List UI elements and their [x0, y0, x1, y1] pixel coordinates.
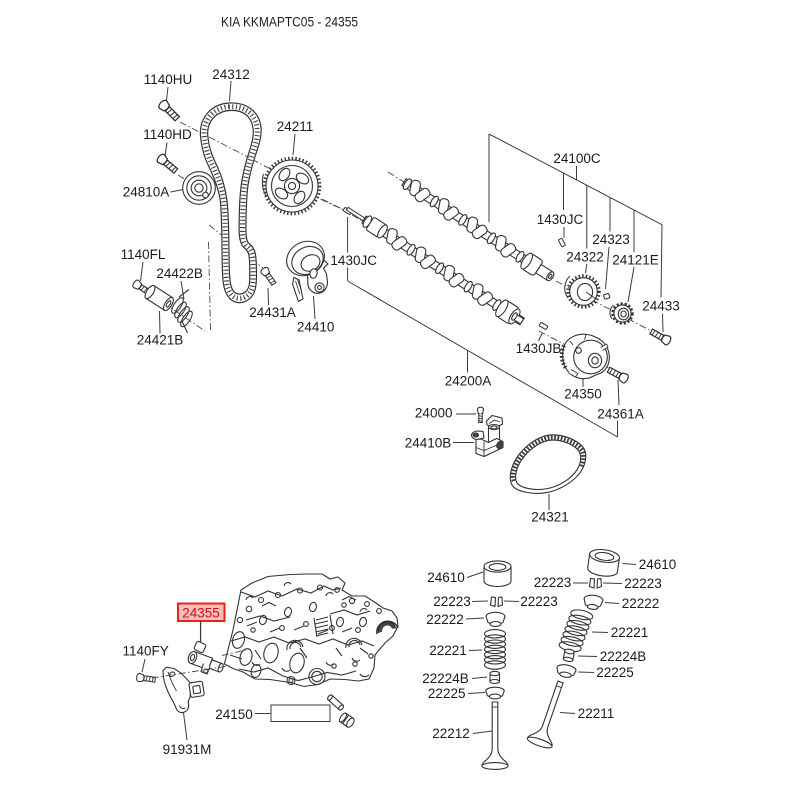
svg-text:24121E: 24121E: [612, 253, 659, 268]
svg-text:22223: 22223: [624, 576, 662, 591]
svg-text:24410: 24410: [297, 320, 335, 335]
svg-text:1140HD: 1140HD: [143, 127, 192, 142]
svg-text:24410B: 24410B: [405, 436, 452, 451]
svg-text:22212: 22212: [432, 726, 470, 741]
svg-text:1430JC: 1430JC: [537, 212, 584, 227]
svg-text:24000: 24000: [415, 406, 453, 421]
svg-text:24610: 24610: [427, 570, 465, 585]
svg-text:22223: 22223: [534, 575, 572, 590]
svg-text:24431A: 24431A: [249, 305, 296, 320]
svg-text:22223: 22223: [520, 594, 558, 609]
svg-text:91931M: 91931M: [163, 742, 212, 757]
svg-text:24200A: 24200A: [445, 374, 492, 389]
svg-text:22224B: 22224B: [600, 649, 647, 664]
svg-text:24350: 24350: [564, 387, 602, 402]
svg-text:24323: 24323: [592, 232, 630, 247]
svg-text:22223: 22223: [433, 594, 471, 609]
svg-text:22221: 22221: [611, 625, 649, 640]
svg-text:22225: 22225: [596, 665, 634, 680]
svg-text:1140FL: 1140FL: [121, 247, 166, 262]
svg-text:24421B: 24421B: [137, 333, 184, 348]
svg-text:24433: 24433: [642, 299, 680, 314]
svg-text:24610: 24610: [639, 557, 677, 572]
svg-text:22225: 22225: [428, 686, 466, 701]
svg-text:24355: 24355: [182, 606, 220, 621]
svg-text:24100C: 24100C: [553, 151, 601, 166]
svg-text:1430JB: 1430JB: [516, 341, 562, 356]
svg-text:24321: 24321: [531, 510, 569, 525]
svg-text:22224B: 22224B: [422, 671, 469, 686]
svg-text:24150: 24150: [215, 707, 253, 722]
svg-text:1140HU: 1140HU: [144, 72, 193, 87]
svg-text:1140FY: 1140FY: [122, 644, 168, 659]
svg-text:1430JC: 1430JC: [330, 253, 377, 268]
svg-text:24422B: 24422B: [156, 266, 203, 281]
svg-text:24810A: 24810A: [123, 185, 170, 200]
svg-text:24361A: 24361A: [597, 407, 644, 422]
svg-text:KIA KKMAPTC05 - 24355: KIA KKMAPTC05 - 24355: [221, 15, 358, 31]
svg-text:24211: 24211: [277, 119, 314, 134]
svg-text:22211: 22211: [578, 706, 615, 721]
svg-text:24322: 24322: [566, 250, 604, 265]
svg-text:22222: 22222: [622, 596, 660, 611]
svg-text:22221: 22221: [429, 643, 467, 658]
svg-text:22222: 22222: [426, 612, 464, 627]
svg-text:24312: 24312: [212, 67, 250, 82]
